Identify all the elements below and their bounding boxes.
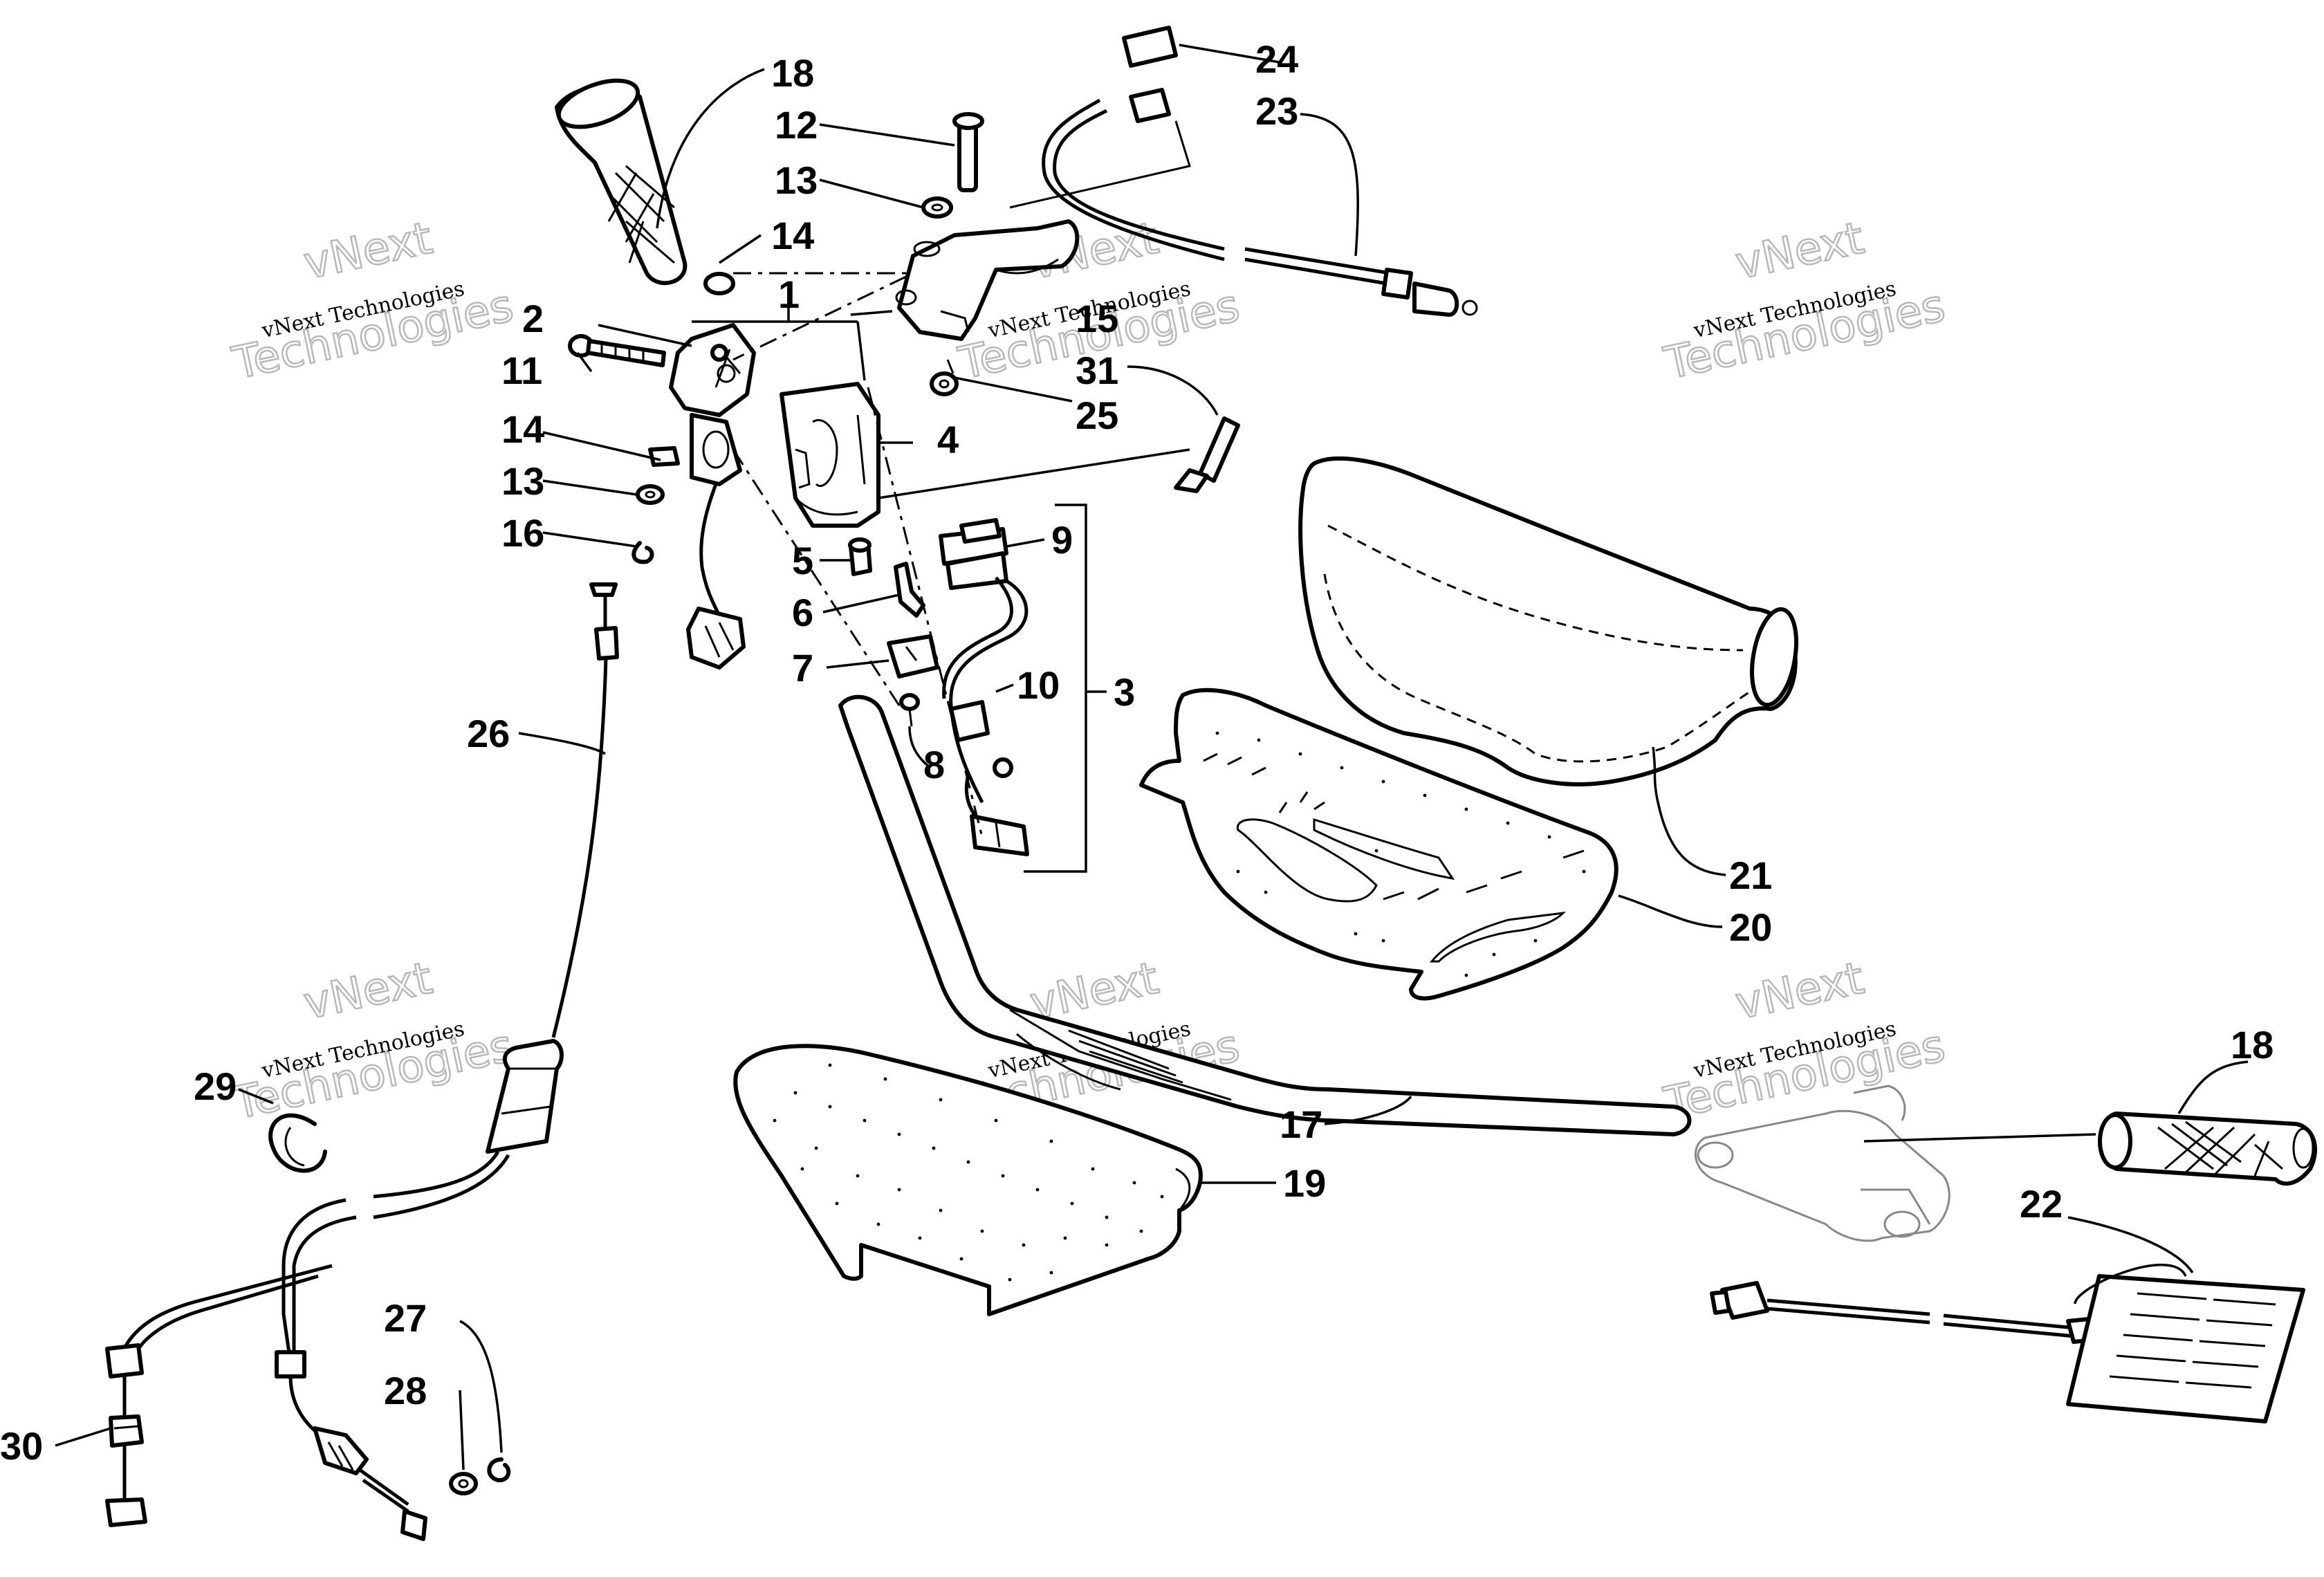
label-24: 24 [1255, 37, 1298, 81]
part-10-harness [942, 576, 1029, 856]
part-19-lower-pad [733, 1044, 1203, 1316]
part-30-cable-end [105, 1343, 147, 1527]
label-31: 31 [1076, 349, 1118, 392]
label-21: 21 [1729, 854, 1772, 897]
part-labels: 18 12 13 14 1 2 11 14 13 16 15 31 25 24 … [0, 37, 2274, 1468]
label-9: 9 [1051, 518, 1073, 562]
label-16: 16 [501, 511, 544, 555]
part-29-clamp-ring [268, 1113, 327, 1173]
part-28-washer [449, 1472, 478, 1495]
watermark-3: vNext vNext Technologies Technologies [1659, 212, 1950, 390]
part-9-switch [939, 518, 1008, 590]
label-18-top: 18 [771, 51, 814, 95]
label-29: 29 [194, 1064, 237, 1108]
part-13-washer-lower [636, 484, 665, 505]
part-17-handlebar [838, 694, 1692, 1136]
part-27-circlip [487, 1457, 511, 1483]
label-17: 17 [1280, 1103, 1322, 1146]
part-31-clip [1174, 416, 1240, 493]
part-16-circlip [631, 541, 654, 564]
label-6: 6 [792, 591, 813, 634]
part-7-switch [887, 634, 939, 679]
label-10: 10 [1017, 663, 1060, 707]
part-18-grip-left [555, 78, 688, 286]
label-8: 8 [923, 743, 945, 786]
part-8-screw [899, 693, 920, 727]
label-14-top: 14 [771, 214, 814, 257]
part-13-washer-top [921, 196, 953, 219]
svg-text:vNext: vNext [1731, 213, 1868, 290]
label-13-top: 13 [775, 158, 818, 202]
label-3: 3 [1114, 670, 1135, 714]
svg-text:vNext: vNext [299, 953, 436, 1030]
watermark-4: vNext vNext Technologies Technologies [228, 952, 519, 1130]
label-27: 27 [384, 1296, 427, 1340]
part-2-screw [710, 344, 728, 362]
part-14-nut-lower [648, 446, 680, 467]
part-21-top-cover [1298, 456, 1798, 786]
part-18-grip-right [2098, 1112, 2318, 1186]
part-12-pin [952, 112, 984, 192]
label-28: 28 [384, 1369, 427, 1412]
watermark-1: vNext vNext Technologies Technologies [228, 212, 519, 390]
part-24-connector-cap [1122, 26, 1178, 68]
part-26-throttle-cable [119, 582, 619, 1541]
label-5: 5 [792, 539, 813, 582]
label-20: 20 [1729, 905, 1772, 949]
label-14-lower: 14 [501, 407, 544, 451]
label-18-right: 18 [2231, 1023, 2274, 1067]
label-30: 30 [0, 1424, 43, 1468]
svg-text:vNext: vNext [299, 213, 436, 290]
label-15: 15 [1076, 297, 1118, 340]
part-23-wire-harness [1009, 88, 1478, 317]
label-25: 25 [1076, 394, 1118, 437]
label-12: 12 [775, 103, 818, 147]
label-11: 11 [501, 349, 542, 392]
part-4-switch-box [780, 382, 880, 528]
housing-wire [686, 483, 746, 670]
part-15-throttle-lever [895, 219, 1080, 341]
part-22-heater-element [1710, 1274, 2305, 1423]
part-20-upper-pad [1139, 688, 1618, 1001]
label-19: 19 [1283, 1161, 1326, 1205]
part-5-pin [848, 537, 872, 576]
part-14-nut-top [703, 272, 735, 295]
label-13-lower: 13 [501, 459, 544, 503]
part-1-throttle-housing [669, 323, 756, 486]
label-1: 1 [778, 273, 800, 316]
label-23: 23 [1255, 89, 1298, 133]
label-2: 2 [522, 297, 544, 340]
label-4: 4 [937, 418, 959, 461]
label-7: 7 [792, 646, 813, 690]
part-25-nut [930, 359, 959, 396]
svg-text:vNext: vNext [1731, 953, 1868, 1030]
leader-lines [55, 44, 2249, 1470]
label-22: 22 [2020, 1182, 2063, 1226]
label-26: 26 [467, 712, 510, 755]
ghost-throttle-assembly [1694, 1085, 1950, 1242]
